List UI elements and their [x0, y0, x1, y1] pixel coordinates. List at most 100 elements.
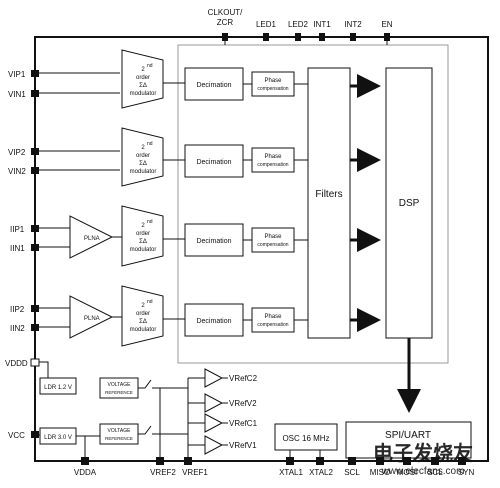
- pin-led2: [295, 33, 301, 41]
- svg-text:MISO: MISO: [370, 468, 390, 477]
- phase-comp-4: [251, 307, 295, 333]
- pin-vref1: [184, 457, 192, 465]
- pin-vcc: [31, 431, 39, 438]
- channel-1: 2 nd order ΣΔ modulator Decimation Phase…: [39, 49, 308, 109]
- pin-led1: [263, 33, 269, 41]
- svg-text:XTAL1: XTAL1: [279, 468, 303, 477]
- pin-label-vin2: VIN2: [8, 167, 26, 176]
- pin-iin2: [31, 324, 39, 331]
- buffer-vrefc1: [204, 413, 224, 433]
- svg-text:VDDA: VDDA: [74, 468, 97, 477]
- svg-text:PLNA: PLNA: [84, 316, 100, 322]
- osc-label: OSC 16 MHz: [282, 434, 329, 443]
- left-pins: VIP1 VIN1 VIP2 VIN2 IIP1 IIN1 IIP2 IIN2 …: [5, 70, 40, 440]
- watermark-url: www.elecfans.com: [381, 466, 465, 477]
- svg-text:Phase: Phase: [264, 78, 282, 84]
- pin-vddd: [30, 358, 40, 367]
- svg-text:SYN: SYN: [458, 468, 475, 477]
- decimation-1: [184, 67, 244, 101]
- pin-label-en: EN: [381, 20, 392, 29]
- svg-text:nd: nd: [147, 299, 153, 305]
- svg-text:modulator: modulator: [130, 169, 157, 175]
- svg-text:2: 2: [141, 67, 145, 73]
- pin-label-led2: LED2: [288, 20, 309, 29]
- svg-text:compensation: compensation: [257, 322, 288, 328]
- svg-text:compensation: compensation: [257, 86, 288, 92]
- svg-text:Decimation: Decimation: [196, 238, 231, 245]
- filter-to-dsp-arrows: [350, 74, 381, 332]
- svg-text:REFERENCE: REFERENCE: [105, 436, 133, 441]
- pin-iip1: [31, 225, 39, 232]
- svg-text:order: order: [136, 231, 150, 237]
- vrefc2-label: VRefC2: [229, 374, 258, 383]
- pin-label-int2: INT2: [344, 20, 362, 29]
- modulator-1: [121, 49, 164, 109]
- svg-text:compensation: compensation: [257, 242, 288, 248]
- pin-syn: [458, 457, 466, 465]
- pin-mosi: [403, 457, 411, 465]
- power-section: LDR 1.2 V LDR 3.0 V VOLTAGE REFERENCE VO…: [39, 361, 258, 461]
- pin-label-iin2: IIN2: [10, 324, 25, 333]
- pin-int2: [350, 33, 356, 41]
- svg-text:VREF1: VREF1: [182, 468, 208, 477]
- pin-label-vcc: VCC: [8, 431, 25, 440]
- pin-label-vin1: VIN1: [8, 90, 26, 99]
- svg-text:Decimation: Decimation: [196, 82, 231, 89]
- phase-comp-3: [251, 227, 295, 253]
- phase-comp-1: [251, 71, 295, 97]
- modulator-2: [121, 127, 164, 187]
- svg-text:Decimation: Decimation: [196, 318, 231, 325]
- pin-label-vip1: VIP1: [8, 70, 26, 79]
- svg-text:VREF2: VREF2: [150, 468, 176, 477]
- svg-text:ΣΔ: ΣΔ: [139, 83, 147, 89]
- svg-text:Phase: Phase: [264, 314, 282, 320]
- plna-2: [69, 295, 114, 339]
- channel-3: PLNA 2 nd order ΣΔ modulator Decimation …: [39, 205, 308, 267]
- pin-label-zcr: ZCR: [217, 18, 234, 27]
- plna-1: [69, 215, 114, 259]
- bottom-pins: VDDA VREF2 VREF1 XTAL1 XTAL2 SCL MISO MO…: [74, 457, 475, 477]
- watermark-text: 电子发烧友: [373, 441, 473, 465]
- decimation-4: [184, 303, 244, 337]
- svg-text:SCL: SCL: [344, 468, 360, 477]
- voltage-ref-1: [99, 377, 139, 399]
- vrefv2-label: VRefV2: [229, 399, 257, 408]
- watermark-logo: 电子发烧友 www.elecfans.com: [373, 441, 473, 477]
- pin-int1: [319, 33, 325, 41]
- modulator-4: [121, 285, 164, 347]
- pin-vip1: [31, 70, 39, 77]
- pin-iin1: [31, 244, 39, 251]
- pin-miso: [376, 457, 384, 465]
- svg-text:2: 2: [141, 223, 145, 229]
- svg-text:LDR 1.2 V: LDR 1.2 V: [44, 385, 72, 391]
- vrefc1-label: VRefC1: [229, 419, 258, 428]
- svg-text:2: 2: [141, 303, 145, 309]
- svg-text:nd: nd: [147, 141, 153, 147]
- pin-vip2: [31, 148, 39, 155]
- pin-label-iin1: IIN1: [10, 244, 25, 253]
- svg-text:VOLTAGE: VOLTAGE: [108, 382, 132, 388]
- svg-text:VOLTAGE: VOLTAGE: [108, 428, 132, 434]
- svg-text:2: 2: [141, 145, 145, 151]
- pin-vref2: [156, 457, 164, 465]
- filters-label: Filters: [315, 189, 342, 200]
- svg-text:order: order: [136, 75, 150, 81]
- voltage-ref-2: [99, 423, 139, 445]
- pin-iip2: [31, 305, 39, 312]
- top-pins: CLKOUT/ ZCR LED1 LED2 INT1 INT2 EN: [208, 8, 393, 45]
- pin-clkout: [222, 33, 228, 41]
- svg-text:modulator: modulator: [130, 327, 157, 333]
- svg-text:nd: nd: [147, 63, 153, 69]
- pin-xtal2: [316, 457, 324, 465]
- pin-label-int1: INT1: [313, 20, 331, 29]
- pin-scl-1: [348, 457, 356, 465]
- channel-4: PLNA 2 nd order ΣΔ modulator Decimation …: [39, 285, 308, 347]
- svg-text:compensation: compensation: [257, 162, 288, 168]
- svg-text:nd: nd: [147, 219, 153, 225]
- svg-text:order: order: [136, 153, 150, 159]
- buffer-vrefv1: [204, 435, 224, 455]
- pin-label-vip2: VIP2: [8, 148, 26, 157]
- buffer-vrefc2: [204, 368, 224, 388]
